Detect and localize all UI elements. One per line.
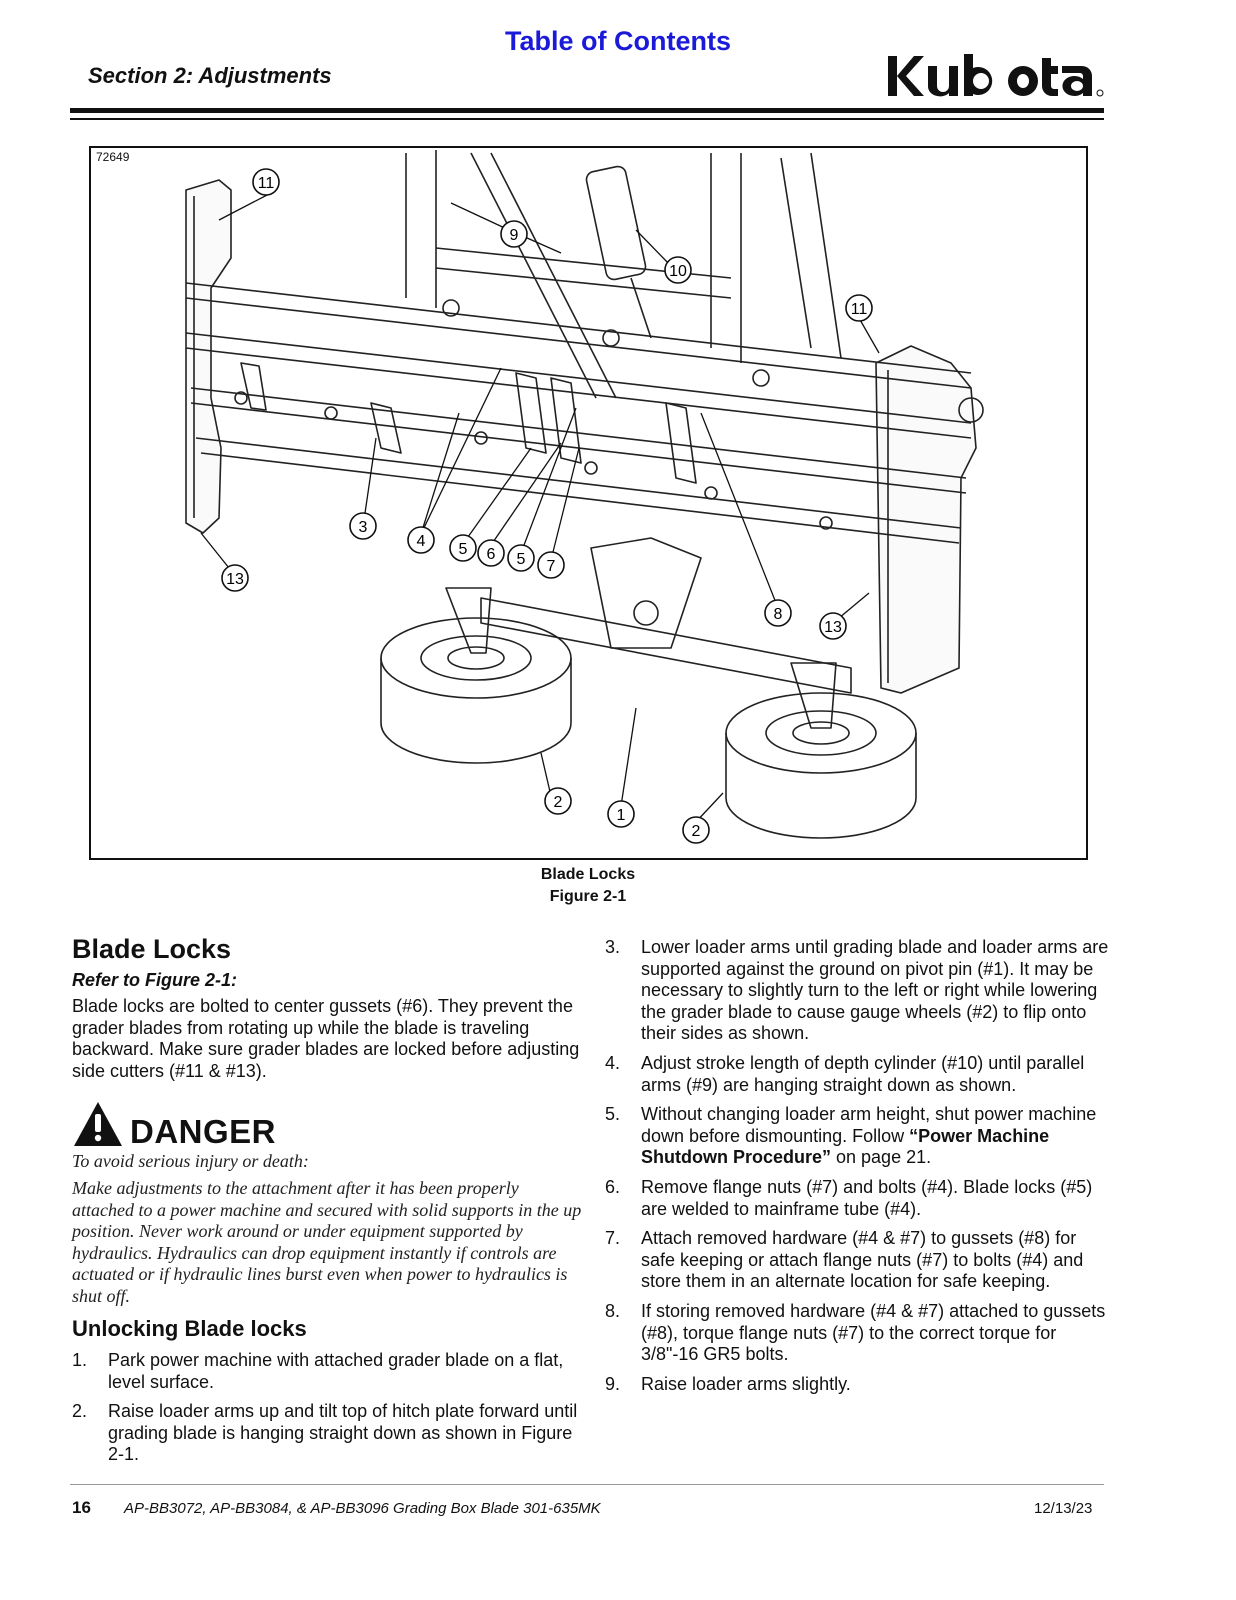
section-title: Section 2: Adjustments bbox=[88, 63, 332, 88]
svg-text:3: 3 bbox=[359, 519, 368, 536]
svg-text:11: 11 bbox=[851, 301, 868, 318]
svg-text:7: 7 bbox=[547, 558, 556, 575]
callout-11-right: 11 bbox=[845, 294, 873, 322]
svg-text:11: 11 bbox=[258, 175, 275, 192]
svg-text:13: 13 bbox=[824, 619, 842, 636]
danger-lead: To avoid serious injury or death: bbox=[72, 1151, 309, 1171]
svg-text:2: 2 bbox=[554, 794, 563, 811]
list-item: 7.Attach removed hardware (#4 & #7) to g… bbox=[605, 1228, 1084, 1292]
list-item: 8.If storing removed hardware (#4 & #7) … bbox=[605, 1300, 1106, 1365]
list-item: 3.Lower loader arms until grading blade … bbox=[605, 937, 1109, 1044]
figure-frame bbox=[89, 146, 1088, 860]
callout-1: 1 bbox=[607, 800, 635, 828]
callout-4: 4 bbox=[407, 526, 435, 554]
svg-text:1: 1 bbox=[617, 807, 626, 824]
blade-locks-diagram: 11 9 10 11 3 4 5 6 5 7 13 8 13 2 1 2 bbox=[185, 150, 984, 844]
callout-3: 3 bbox=[349, 512, 377, 540]
footer-title: AP-BB3072, AP-BB3084, & AP-BB3096 Gradin… bbox=[124, 1500, 601, 1517]
figure-reference: Refer to Figure 2-1: bbox=[72, 970, 238, 990]
footer-rule bbox=[70, 1484, 1104, 1485]
svg-text:8: 8 bbox=[774, 606, 783, 623]
steps-list-left: 1.Park power machine with attached grade… bbox=[72, 1350, 584, 1474]
svg-text:4: 4 bbox=[417, 533, 426, 550]
danger-text: Make adjustments to the attachment after… bbox=[72, 1178, 582, 1306]
svg-text:13: 13 bbox=[226, 571, 244, 588]
callout-13-left: 13 bbox=[221, 564, 249, 592]
figure-caption-title: Blade Locks bbox=[540, 866, 636, 883]
svg-text:9: 9 bbox=[510, 227, 519, 244]
list-item: 4.Adjust stroke length of depth cylinder… bbox=[605, 1052, 1085, 1095]
kubota-logo bbox=[888, 54, 1104, 97]
list-item: 1.Park power machine with attached grade… bbox=[72, 1350, 564, 1392]
header-rule bbox=[70, 108, 1104, 113]
svg-text:5: 5 bbox=[517, 551, 526, 568]
subsection-heading: Unlocking Blade locks bbox=[72, 1316, 307, 1341]
callout-5-second: 5 bbox=[507, 544, 535, 572]
footer-date: 12/13/23 bbox=[1034, 1500, 1093, 1517]
callout-6: 6 bbox=[477, 539, 505, 567]
callout-9: 9 bbox=[500, 220, 528, 248]
svg-text:5: 5 bbox=[459, 541, 468, 558]
svg-text:10: 10 bbox=[669, 263, 687, 280]
callout-10: 10 bbox=[664, 256, 692, 284]
table-of-contents-link[interactable]: Table of Contents bbox=[505, 26, 731, 56]
callout-7: 7 bbox=[537, 551, 565, 579]
figure-id: 72649 bbox=[96, 150, 130, 164]
procedure-reference: “Power Machine Shutdown Procedure” bbox=[641, 1125, 1050, 1168]
list-item: 2.Raise loader arms up and tilt top of h… bbox=[72, 1401, 578, 1465]
list-item: 9.Raise loader arms slightly. bbox=[605, 1373, 851, 1394]
callout-5: 5 bbox=[449, 534, 477, 562]
callout-2-right: 2 bbox=[682, 816, 710, 844]
callout-13-right: 13 bbox=[819, 612, 847, 640]
page-number: 16 bbox=[72, 1498, 91, 1517]
danger-label: DANGER bbox=[130, 1113, 277, 1150]
callout-8: 8 bbox=[764, 599, 792, 627]
list-item: 6.Remove flange nuts (#7) and bolts (#4)… bbox=[605, 1176, 1093, 1219]
callout-11-left: 11 bbox=[252, 168, 280, 196]
callout-2-left: 2 bbox=[544, 787, 572, 815]
warning-triangle-icon bbox=[74, 1102, 122, 1146]
svg-text:2: 2 bbox=[692, 823, 701, 840]
header-rule-thin bbox=[70, 118, 1104, 120]
figure-caption-number: Figure 2-1 bbox=[549, 888, 627, 905]
steps-list-right: 3.Lower loader arms until grading blade … bbox=[605, 937, 1113, 1403]
section-heading: Blade Locks bbox=[72, 934, 232, 964]
list-item: 5.Without changing loader arm height, sh… bbox=[605, 1104, 1097, 1168]
svg-text:6: 6 bbox=[487, 546, 496, 563]
intro-paragraph: Blade locks are bolted to center gussets… bbox=[72, 996, 580, 1081]
